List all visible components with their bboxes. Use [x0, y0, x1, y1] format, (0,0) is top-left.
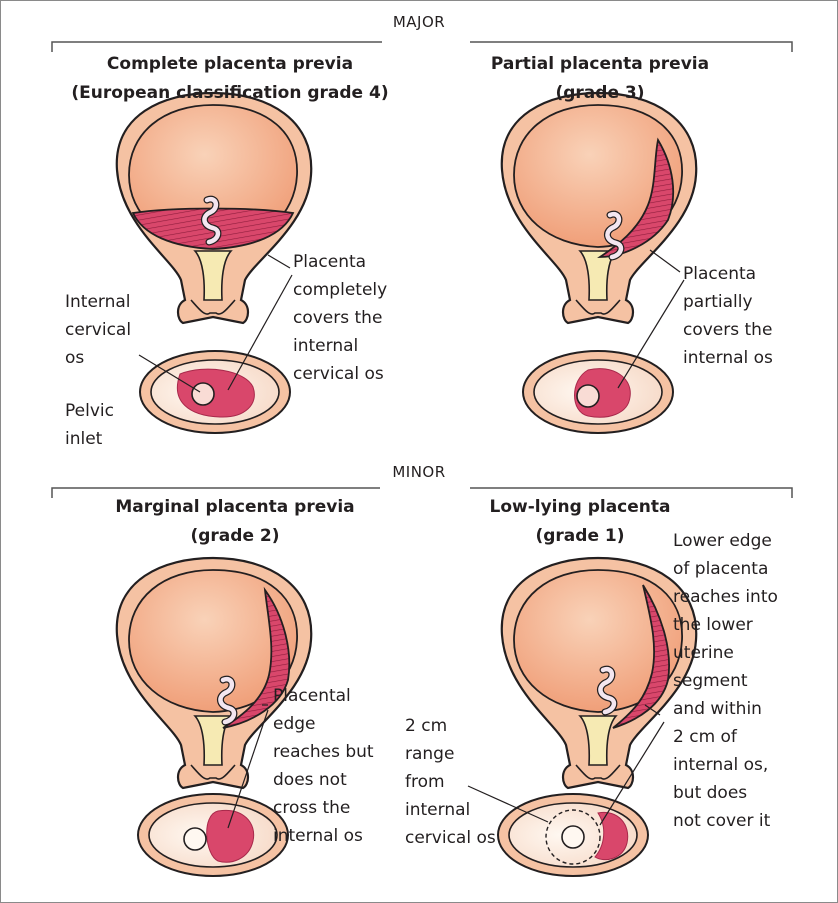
label-internal-cervical-os: Internal cervical os: [65, 288, 155, 372]
pelvic-inlet-partial: [523, 351, 673, 433]
panel-title-complete: Complete placenta previa (European class…: [70, 50, 390, 108]
annotation-low-lying: Lower edge of placenta reaches into the …: [673, 527, 823, 835]
pelvic-inlet-low-lying: [498, 794, 648, 876]
internal-os: [562, 826, 584, 848]
section-label-major: MAJOR: [369, 12, 469, 32]
panel-title-marginal: Marginal placenta previa (grade 2): [90, 493, 380, 551]
uterus-low-lying: [502, 558, 696, 788]
internal-os: [184, 828, 206, 850]
panel-title-partial: Partial placenta previa (grade 3): [470, 50, 730, 108]
internal-os: [192, 383, 214, 405]
pelvic-inlet-marginal: [138, 794, 288, 876]
annotation-partial: Placenta partially covers the internal o…: [683, 260, 813, 372]
label-2cm-range: 2 cm range from internal cervical os: [405, 712, 515, 852]
internal-os: [577, 385, 599, 407]
section-label-minor: MINOR: [369, 462, 469, 482]
annotation-marginal: Placental edge reaches but does not cros…: [273, 682, 403, 850]
annotation-complete: Placenta completely covers the internal …: [293, 248, 423, 388]
label-pelvic-inlet: Pelvic inlet: [65, 397, 145, 453]
pelvic-inlet-complete: [140, 351, 290, 433]
panel-title-low-lying: Low-lying placenta (grade 1): [480, 493, 680, 551]
uterus-partial: [502, 93, 696, 323]
